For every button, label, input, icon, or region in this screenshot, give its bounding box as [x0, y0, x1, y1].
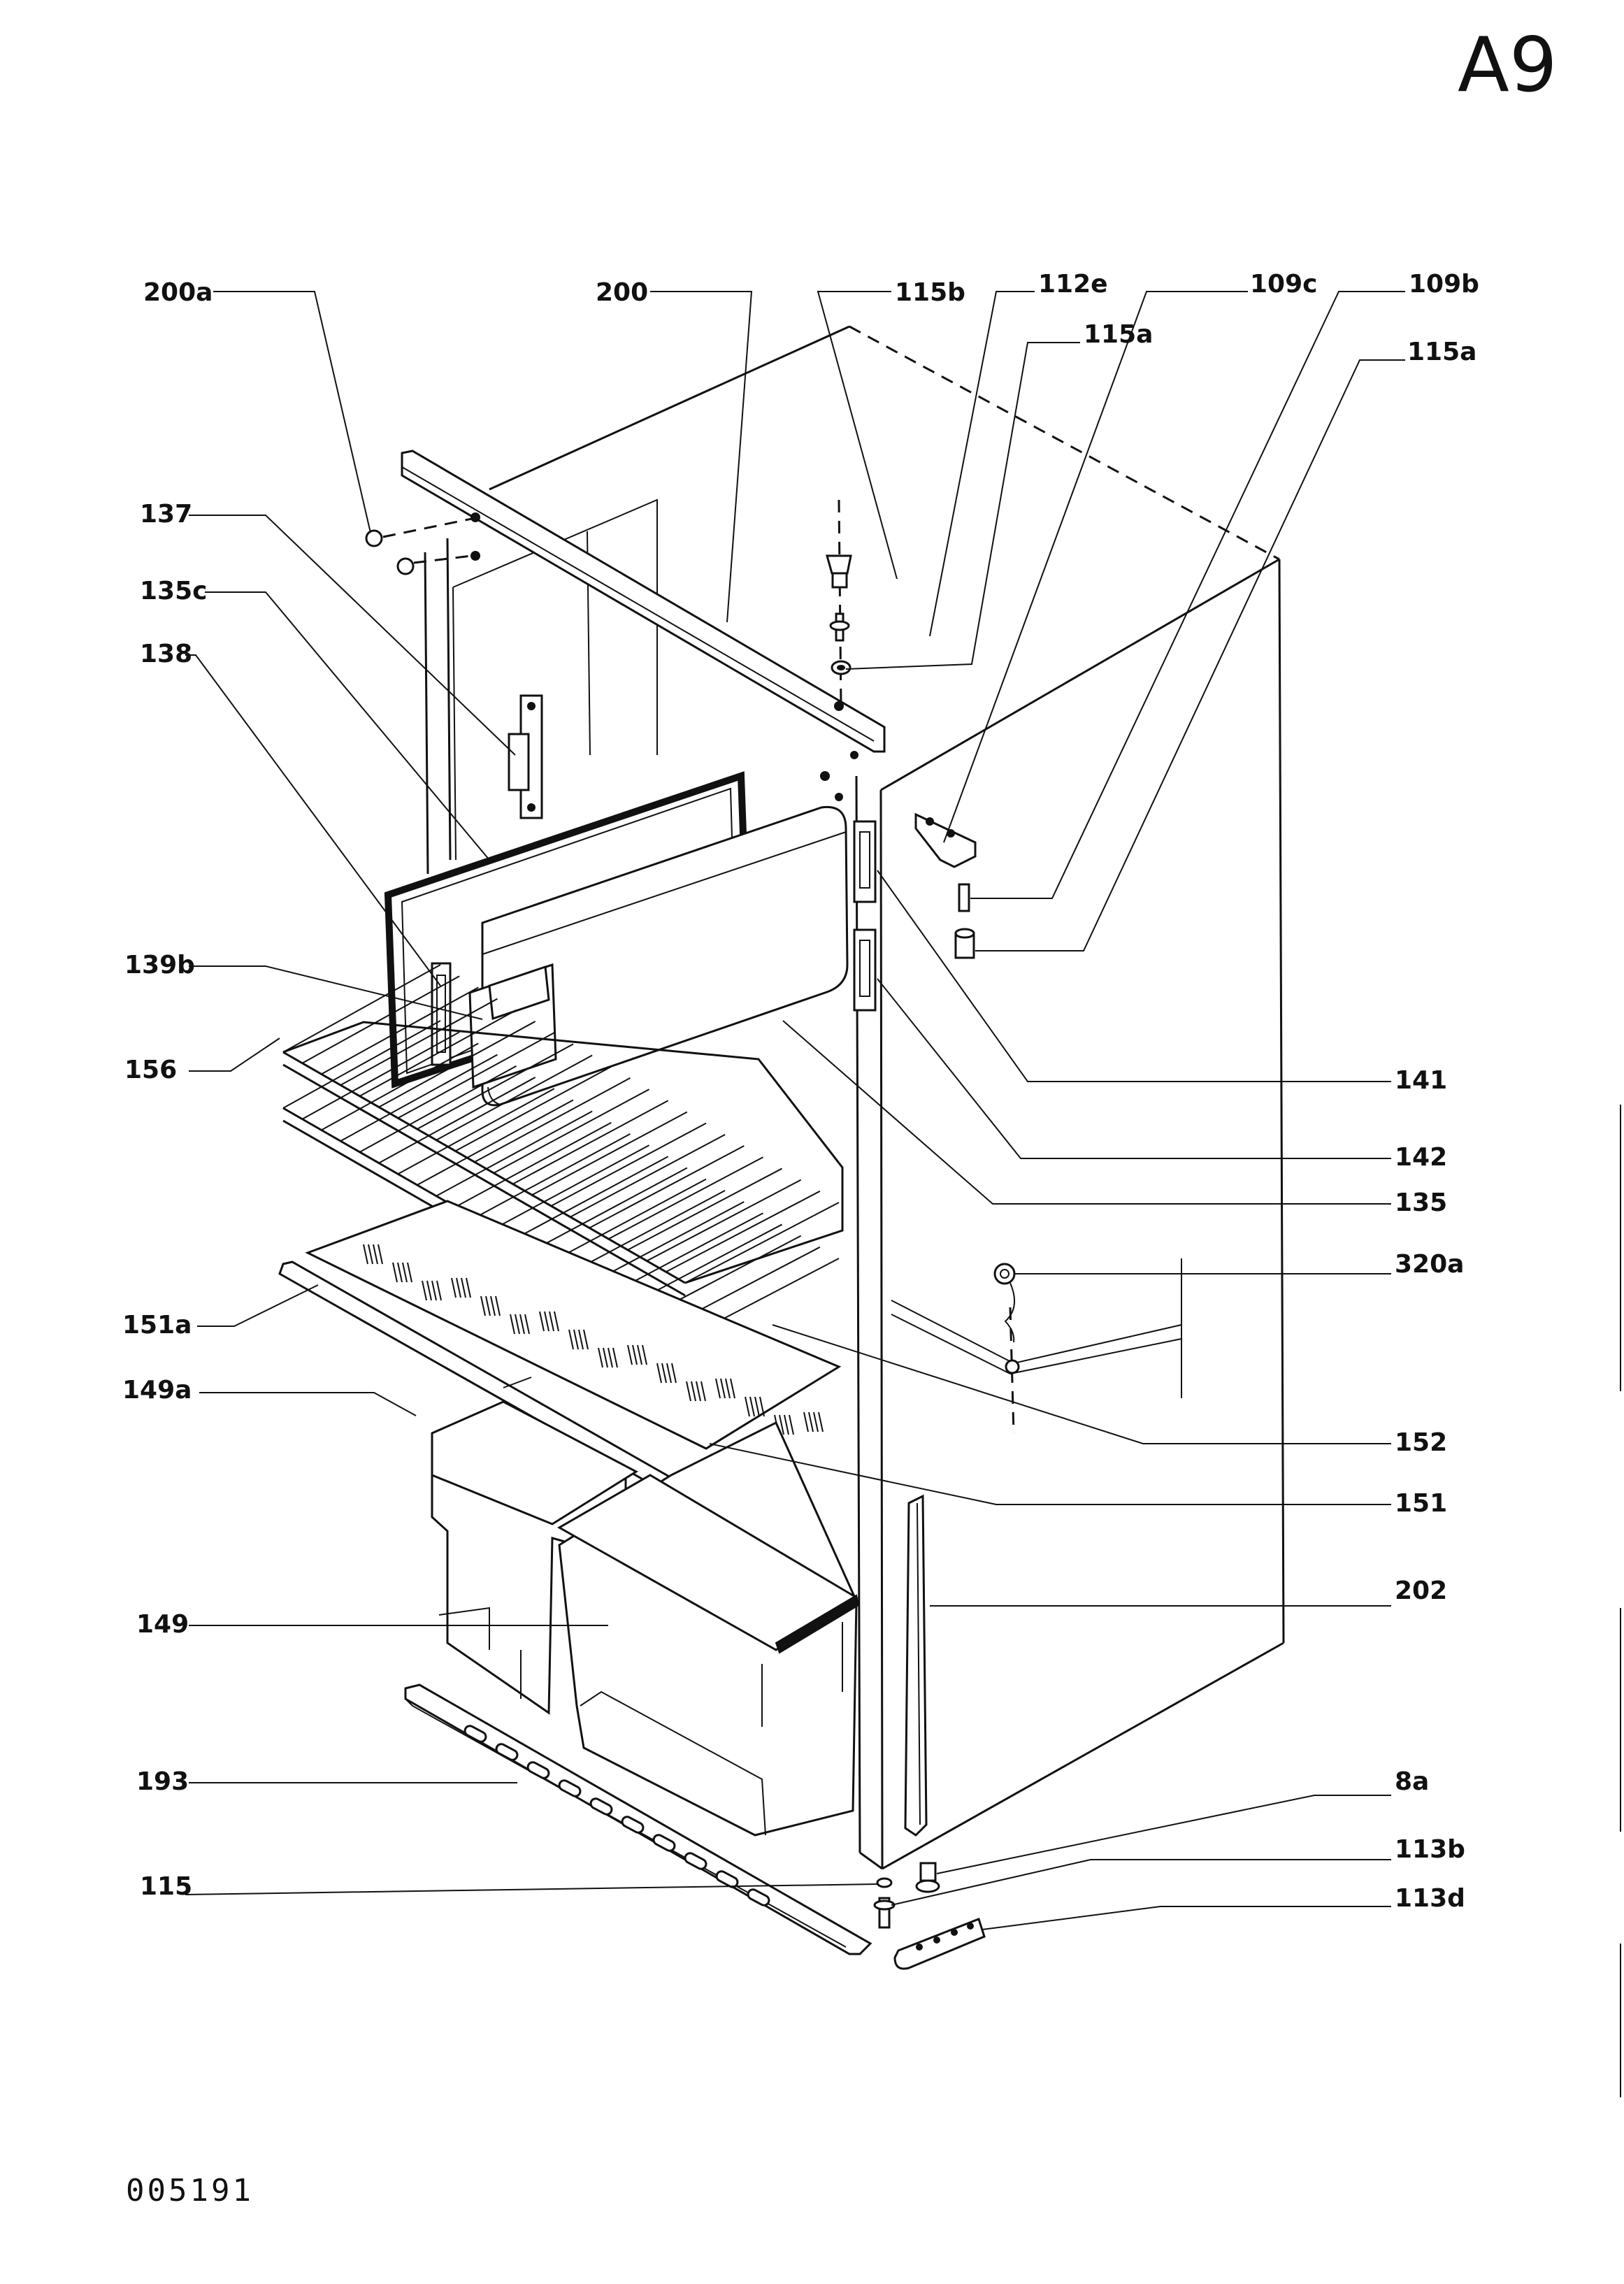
callout-115: 115: [140, 1872, 192, 1901]
callout-141: 141: [1395, 1066, 1447, 1095]
callout-8a: 8a: [1395, 1767, 1429, 1796]
callout-151a: 151a: [122, 1311, 192, 1339]
callout-151: 151: [1395, 1489, 1447, 1518]
callout-115b: 115b: [895, 278, 965, 307]
document-number: 005191: [126, 2173, 254, 2208]
freezer-door: [431, 805, 849, 1107]
callout-142: 142: [1395, 1143, 1447, 1172]
left-wall-fitting: [508, 694, 543, 819]
callout-135: 135: [1395, 1188, 1447, 1217]
door-seal-strip: [904, 1494, 928, 1837]
thermostat-knob: [993, 1263, 1020, 1374]
screw-cap-parts: [365, 517, 473, 575]
callout-149a: 149a: [122, 1376, 192, 1405]
callout-149: 149: [136, 1610, 189, 1639]
callout-202: 202: [1395, 1576, 1447, 1605]
callout-193: 193: [136, 1767, 189, 1796]
right-hinge-hardware: [914, 812, 977, 959]
callout-137: 137: [140, 500, 192, 529]
callout-113d: 113d: [1395, 1884, 1465, 1913]
callout-109b: 109b: [1409, 270, 1479, 299]
callout-112e: 112e: [1038, 270, 1108, 299]
top-hinge-hardware: [826, 499, 852, 707]
callout-135c: 135c: [140, 577, 208, 605]
bottom-grille: [404, 1683, 872, 1955]
lower-hinge-hardware: [873, 1862, 986, 1970]
callout-115a-top: 115a: [1084, 320, 1153, 349]
callout-152: 152: [1395, 1428, 1447, 1457]
glass-shelf: [278, 1200, 842, 1497]
callout-labels: 200a 200 115b 112e 109c 109b 115a 115a 1…: [122, 270, 1479, 1913]
callout-138: 138: [140, 640, 192, 668]
crisper-drawers: [431, 1400, 860, 1837]
callout-113b: 113b: [1395, 1835, 1465, 1864]
callout-109c: 109c: [1250, 270, 1318, 299]
wire-shelf-upper: [282, 964, 844, 1297]
callout-200: 200: [596, 278, 648, 307]
callout-139b: 139b: [124, 951, 195, 979]
page-tag: A9: [1458, 22, 1558, 109]
leader-lines: [185, 291, 1405, 1930]
top-frame-rail: [401, 450, 886, 801]
callout-115a-right: 115a: [1407, 338, 1476, 366]
callout-200a: 200a: [143, 278, 213, 307]
callout-156: 156: [124, 1056, 177, 1084]
callout-320a: 320a: [1395, 1250, 1464, 1279]
door-hinge-plates: [853, 820, 877, 1012]
